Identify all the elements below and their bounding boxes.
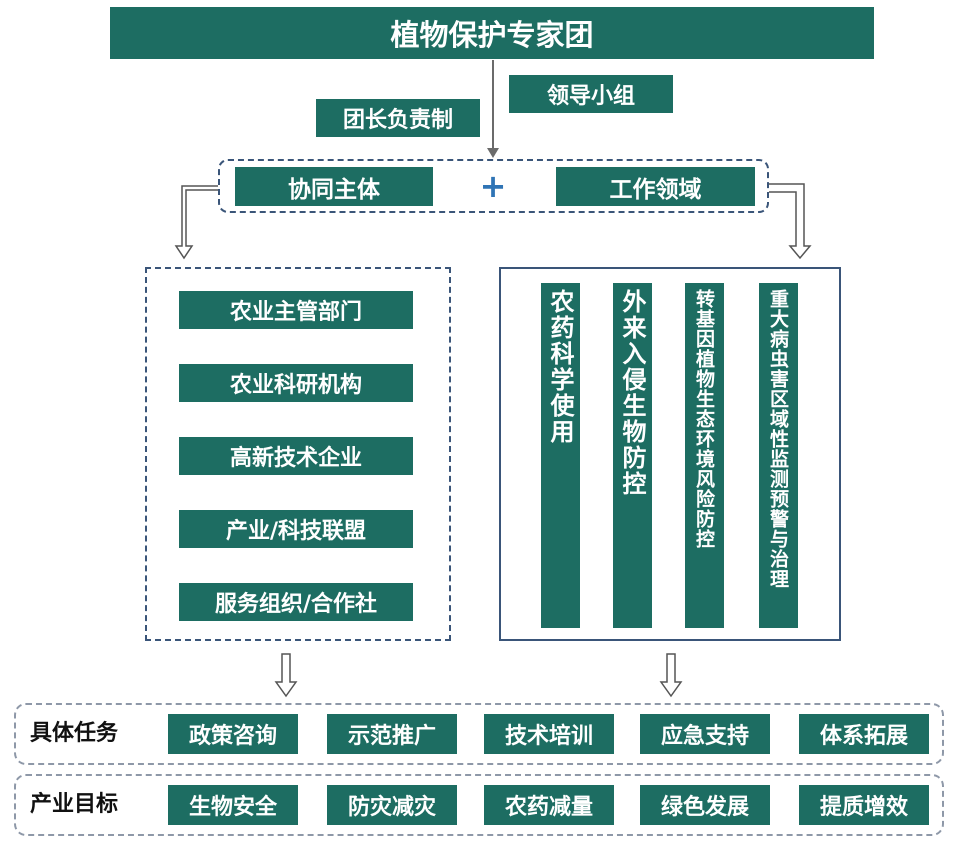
domain-column: 外来入侵生物防控 [613,283,652,628]
task-pill: 技术培训 [484,714,614,754]
tasks-label: 具体任务 [30,721,119,746]
goals-label: 产业目标 [30,792,119,817]
goal-pill: 提质增效 [799,785,929,825]
domain-column: 农药科学使用 [541,283,580,628]
domain-column: 转基因植物生态环境风险防控 [685,283,724,628]
actor-box: 产业/科技联盟 [179,510,413,548]
left-elbow-arrow [174,185,218,260]
right-down-arrow [659,653,683,698]
tasks-row-frame [14,703,944,765]
task-pill: 应急支持 [640,714,770,754]
collab-subject-pill: 协同主体 [235,167,433,206]
task-pill: 政策咨询 [168,714,298,754]
goals-row-frame [14,774,944,836]
right-elbow-arrow [769,183,812,260]
task-pill: 示范推广 [327,714,457,754]
goal-pill: 防灾减灾 [327,785,457,825]
goal-pill: 农药减量 [484,785,614,825]
task-pill: 体系拓展 [799,714,929,754]
domains-frame [499,267,841,641]
actor-box: 农业主管部门 [179,291,413,329]
work-domain-pill: 工作领域 [556,167,755,206]
mid-dashed-frame [218,159,769,213]
diagram-title: 植物保护专家团 [110,7,874,59]
actor-box: 农业科研机构 [179,364,413,402]
actor-box: 高新技术企业 [179,437,413,475]
stem-arrowhead [487,148,499,158]
leader-group-tag: 领导小组 [509,75,673,113]
goal-pill: 生物安全 [168,785,298,825]
domain-column: 重大病虫害区域性监测预警与治理 [759,283,798,628]
goal-pill: 绿色发展 [640,785,770,825]
left-down-arrow [274,653,298,698]
actors-frame [145,267,451,641]
plus-sign: + [479,167,507,205]
responsibility-tag: 团长负责制 [316,99,480,137]
actor-box: 服务组织/合作社 [179,583,413,621]
